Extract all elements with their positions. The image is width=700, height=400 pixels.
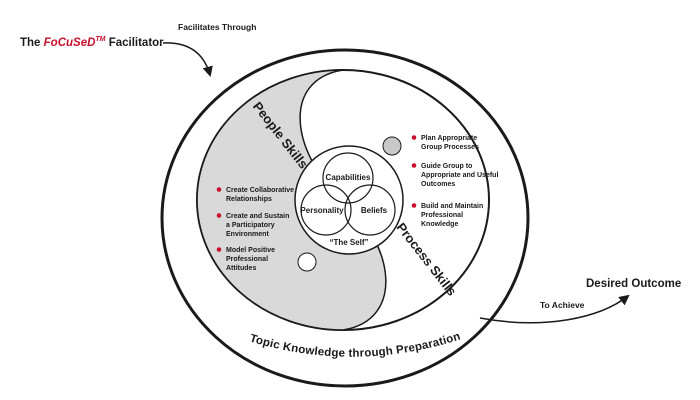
facilitator-brand: FoCuSeD [44,37,96,49]
process-skill-item-line: Group Processes [421,144,479,151]
process-skill-item-line: Knowledge [421,221,458,228]
people-skill-item-line: Relationships [226,196,272,203]
process-skill-item-line: Guide Group to [421,163,472,170]
process-skill-item-line: Plan Appropriate [421,135,477,142]
facilitator-title: The FoCuSeDTM Facilitator [20,36,164,49]
facilitates-arrow [162,42,213,78]
process-skill-item-line: Build and Maintain [421,203,483,210]
personality-label: Personality [300,206,344,215]
people-skill-item-line: Environment [226,231,269,238]
process-skill-item-line: Professional [421,212,463,219]
process-skills-dot [382,136,402,156]
facilitator-suffix: Facilitator [106,37,165,49]
people-skill-item-line: Model Positive [226,247,275,254]
capabilities-circle [322,152,374,204]
bullet-icon [411,135,417,140]
facilitator-trademark: TM [95,36,105,43]
to-achieve-label: To Achieve [540,300,585,310]
people-skill-item-line: Professional [226,256,268,263]
beliefs-circle [344,184,396,236]
personality-circle [300,184,352,236]
achieve-arrow [479,294,630,324]
people-skill-item-line: a Participatory [226,222,275,229]
bullet-icon [216,187,222,192]
people-skills-dot [297,252,317,272]
facilitates-through-label: Facilitates Through [178,22,256,32]
bullet-icon [411,163,417,168]
people-skill-item-line: Attitudes [226,265,256,272]
bullet-icon [216,247,222,252]
beliefs-label: Beliefs [361,206,388,215]
process-skill-item-line: Appropriate and Useful [421,172,498,179]
process-skill-item-line: Outcomes [421,181,455,188]
facilitator-prefix: The [20,37,44,49]
bullet-icon [411,203,417,208]
people-skill-item-line: Create and Sustain [226,213,289,220]
desired-outcome-label: Desired Outcome [586,278,681,290]
people-skill-item-line: Create Collaborative [226,187,294,194]
capabilities-label: Capabilities [326,173,371,182]
the-self-label: “The Self” [329,238,368,247]
bullet-icon [216,213,222,218]
